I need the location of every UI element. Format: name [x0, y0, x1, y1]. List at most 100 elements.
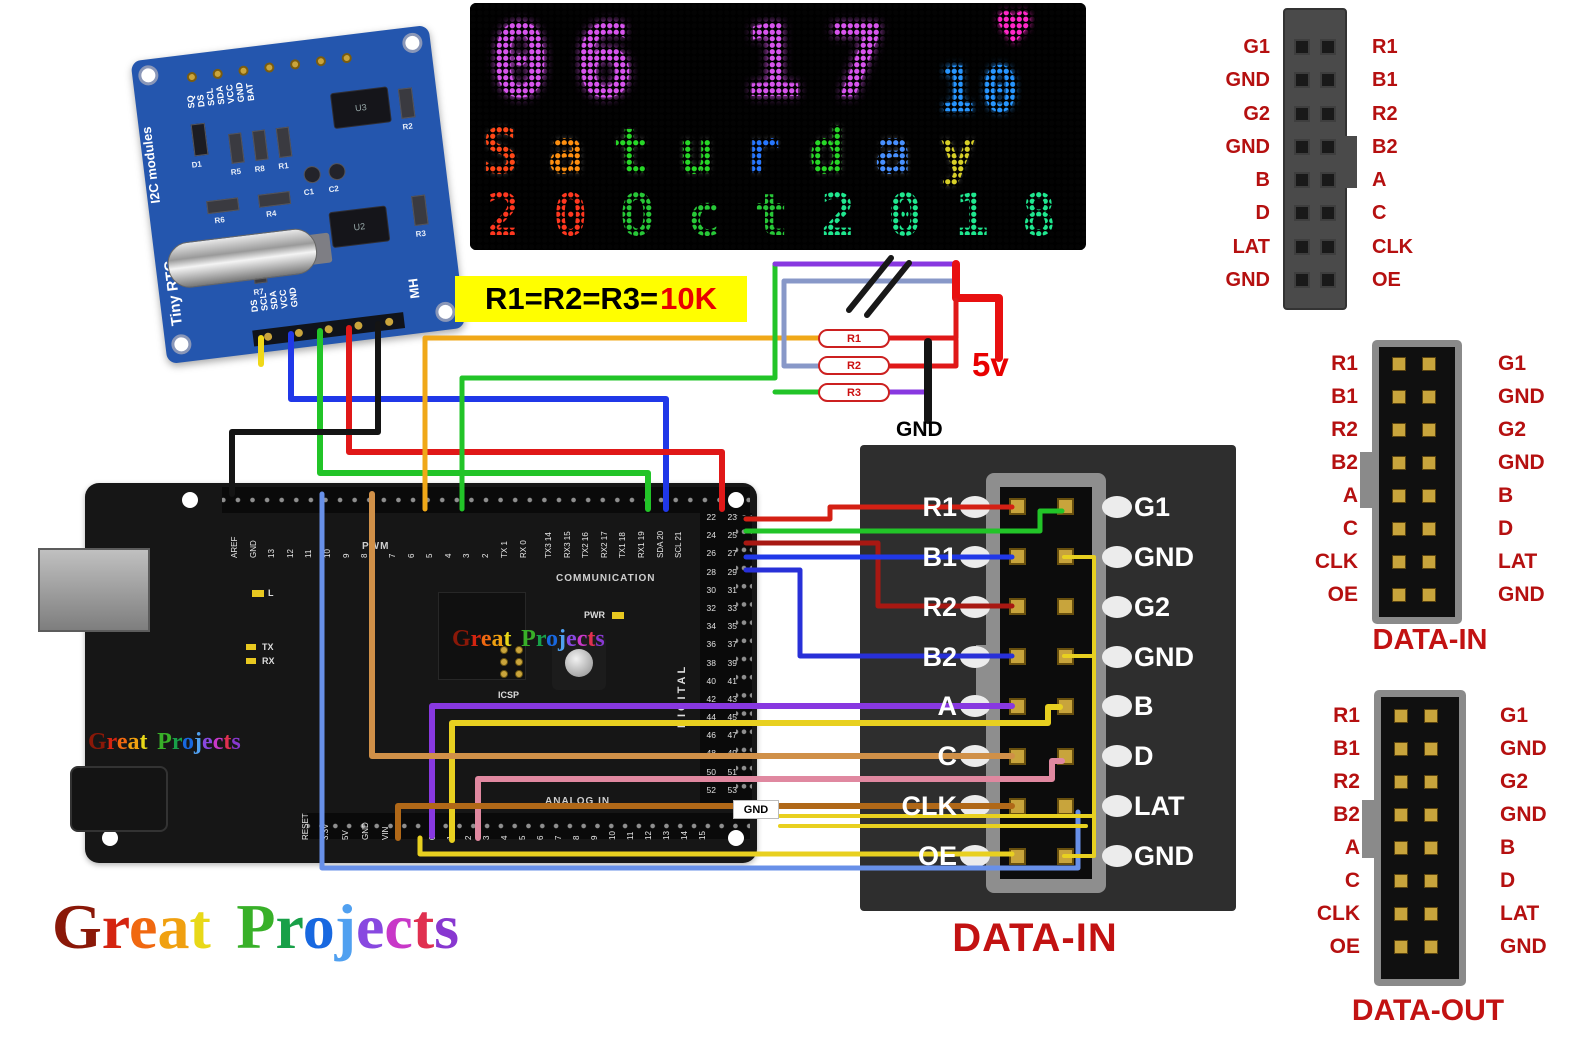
rtc-chip-u3: U3 [329, 86, 392, 130]
wire-r1-to-5v [887, 297, 959, 341]
wire-jumper-2 [864, 260, 912, 318]
wire-r2-to-5v [887, 337, 959, 369]
pin-label: R1 [1333, 704, 1360, 727]
pin-label: R2 [1372, 102, 1398, 125]
mounting-hole [728, 492, 744, 508]
pin [1394, 775, 1408, 789]
pin-label: 10 [608, 831, 617, 840]
pin [1394, 907, 1408, 921]
solder-pad [960, 795, 990, 818]
pin-number: 43 [727, 693, 737, 704]
header-pin [354, 321, 364, 331]
pin [1009, 748, 1026, 765]
pin-number: 45 [727, 712, 737, 723]
part-label: C2 [328, 184, 340, 195]
pin [1009, 548, 1026, 565]
pin [1422, 555, 1436, 569]
pin-label: AREF [230, 536, 239, 558]
pin [1424, 907, 1438, 921]
letter: r [275, 891, 303, 962]
pin-label: RESET [301, 813, 310, 840]
power-jack [70, 766, 168, 832]
pin-number: 25 [727, 530, 737, 541]
digital-header-top [222, 487, 750, 513]
pin-label: CLK [1372, 235, 1414, 258]
letter: e [116, 729, 128, 755]
tx-led [246, 644, 256, 650]
solder-pad [960, 745, 990, 768]
pin [1057, 598, 1074, 615]
pin [1424, 742, 1438, 756]
letter: a [491, 626, 504, 652]
rtc-bottom-header [252, 312, 406, 347]
pin-label: GND [1498, 385, 1545, 408]
pin-label: A [1372, 169, 1387, 192]
led-dot-grid [470, 3, 1086, 250]
rtc-resistor-r6 [206, 197, 240, 215]
pin-number: 22 [706, 512, 716, 522]
pin [1320, 172, 1336, 189]
pin-number: 30 [706, 584, 716, 595]
reset-button-cap [565, 649, 593, 677]
mounting-hole [102, 830, 118, 846]
solder-pad [1102, 645, 1132, 668]
pin-label: 3.3V [321, 823, 330, 840]
pin-label: 6 [406, 553, 416, 558]
pin-label: LAT [1498, 550, 1538, 573]
pin-label: 7 [554, 835, 563, 840]
pin-hole [263, 61, 275, 74]
letter: e [202, 729, 213, 755]
pin-label: B2 [1333, 803, 1360, 826]
data-in-title-main: DATA-IN [952, 916, 1118, 960]
pin [1424, 940, 1438, 954]
data-in-pins-right [1422, 357, 1436, 602]
part-label: R6 [214, 215, 226, 226]
letter: j [334, 891, 356, 962]
pin [1057, 798, 1074, 815]
idc-top-pins-right [1320, 39, 1336, 288]
icsp-label: ICSP [498, 690, 520, 700]
pin-label: D [1500, 869, 1516, 892]
communication-label: COMMUNICATION [556, 573, 656, 584]
solder-pad [960, 844, 990, 867]
pin-number: 47 [727, 730, 737, 741]
pin-label: G1 [1500, 704, 1529, 727]
pin [1422, 390, 1436, 404]
solder-pad [1102, 595, 1132, 618]
hub75-pads-right [1102, 496, 1132, 867]
letter: e [566, 626, 577, 652]
pin [1422, 357, 1436, 371]
pin [1422, 456, 1436, 470]
pin-label: GND [1134, 541, 1194, 572]
solder-pad [1102, 496, 1132, 518]
rtc-resistor-r8 [251, 129, 269, 161]
resistor-note-prefix: R1=R2=R3= [484, 281, 659, 316]
pin [1057, 498, 1074, 515]
pin [1294, 205, 1310, 222]
pin-label: RX 0 [518, 540, 528, 558]
pin [1392, 489, 1406, 503]
pin-number: 40 [706, 675, 716, 686]
pin-hole [341, 52, 353, 64]
rtc-resistor-r4 [257, 191, 292, 208]
pin-label: OE [1372, 268, 1401, 291]
pin [1392, 522, 1406, 536]
gnd-label: GND [896, 418, 943, 441]
pin-label: B2 [1331, 451, 1358, 474]
pin [1424, 775, 1438, 789]
pin [1320, 238, 1336, 255]
data-in-connector-inner [1379, 347, 1455, 617]
resistor-note-value: 10K [660, 281, 718, 316]
pin-number: 33 [727, 602, 737, 613]
pin-label: CLK [1316, 902, 1360, 925]
data-in-title: DATA-IN [1372, 624, 1488, 656]
pin [1424, 808, 1438, 822]
pin-number: 37 [727, 639, 737, 650]
pin-label: B [1255, 169, 1270, 192]
pin-label: R2 [1333, 770, 1360, 793]
pin-number: 32 [706, 602, 716, 613]
